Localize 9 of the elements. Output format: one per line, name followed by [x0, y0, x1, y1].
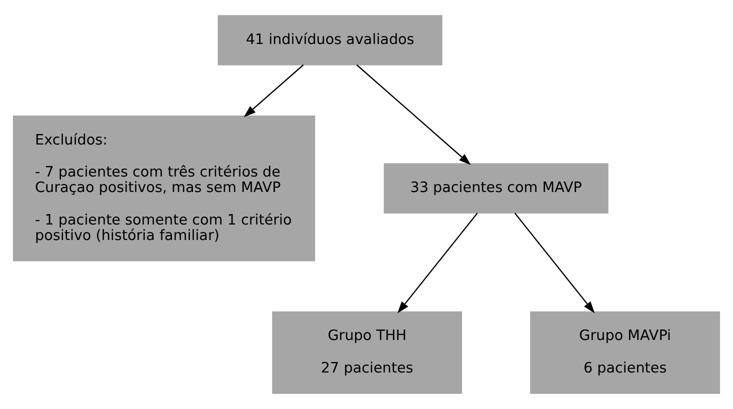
arrow — [356, 64, 471, 166]
node-box: Excluídos: - 7 pacientes com três critérios de Curaçao positivos, mas sem MAVP - 1 paciente somente com 1 critério positivo (história familiar) — [12, 116, 316, 262]
node-box: Grupo MAVPi 6 pacientes — [530, 311, 720, 394]
arrow — [397, 212, 478, 314]
node-box: Grupo THH 27 pacientes — [272, 311, 462, 394]
node-box: 41 indivíduos avaliados — [218, 15, 442, 66]
arrow — [244, 64, 304, 118]
node-box: 33 pacientes com MAVP — [384, 163, 608, 214]
arrow — [514, 212, 595, 314]
